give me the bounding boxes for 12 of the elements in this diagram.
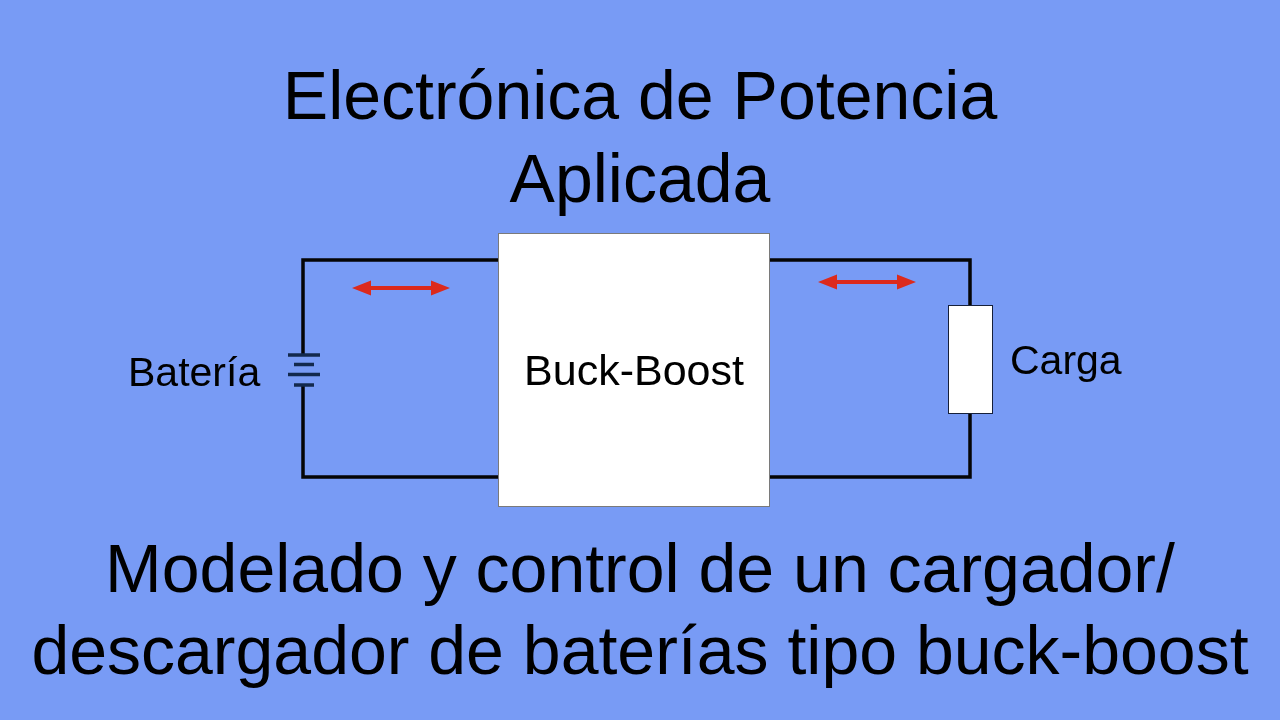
converter-box	[498, 233, 770, 507]
battery-symbol	[288, 353, 320, 387]
block-label: Buck-Boost	[524, 345, 744, 395]
wire	[768, 412, 972, 479]
battery-label: Batería	[128, 348, 261, 396]
wire	[301, 258, 500, 355]
wire	[768, 258, 972, 307]
caption: Modelado y control de un cargador/ descargador de baterías tipo buck-boost	[30, 529, 1250, 690]
title: Electrónica de Potencia Aplicada	[281, 56, 999, 218]
load-resistor	[948, 305, 993, 414]
wire	[301, 385, 500, 479]
load-label: Carga	[1010, 336, 1122, 384]
